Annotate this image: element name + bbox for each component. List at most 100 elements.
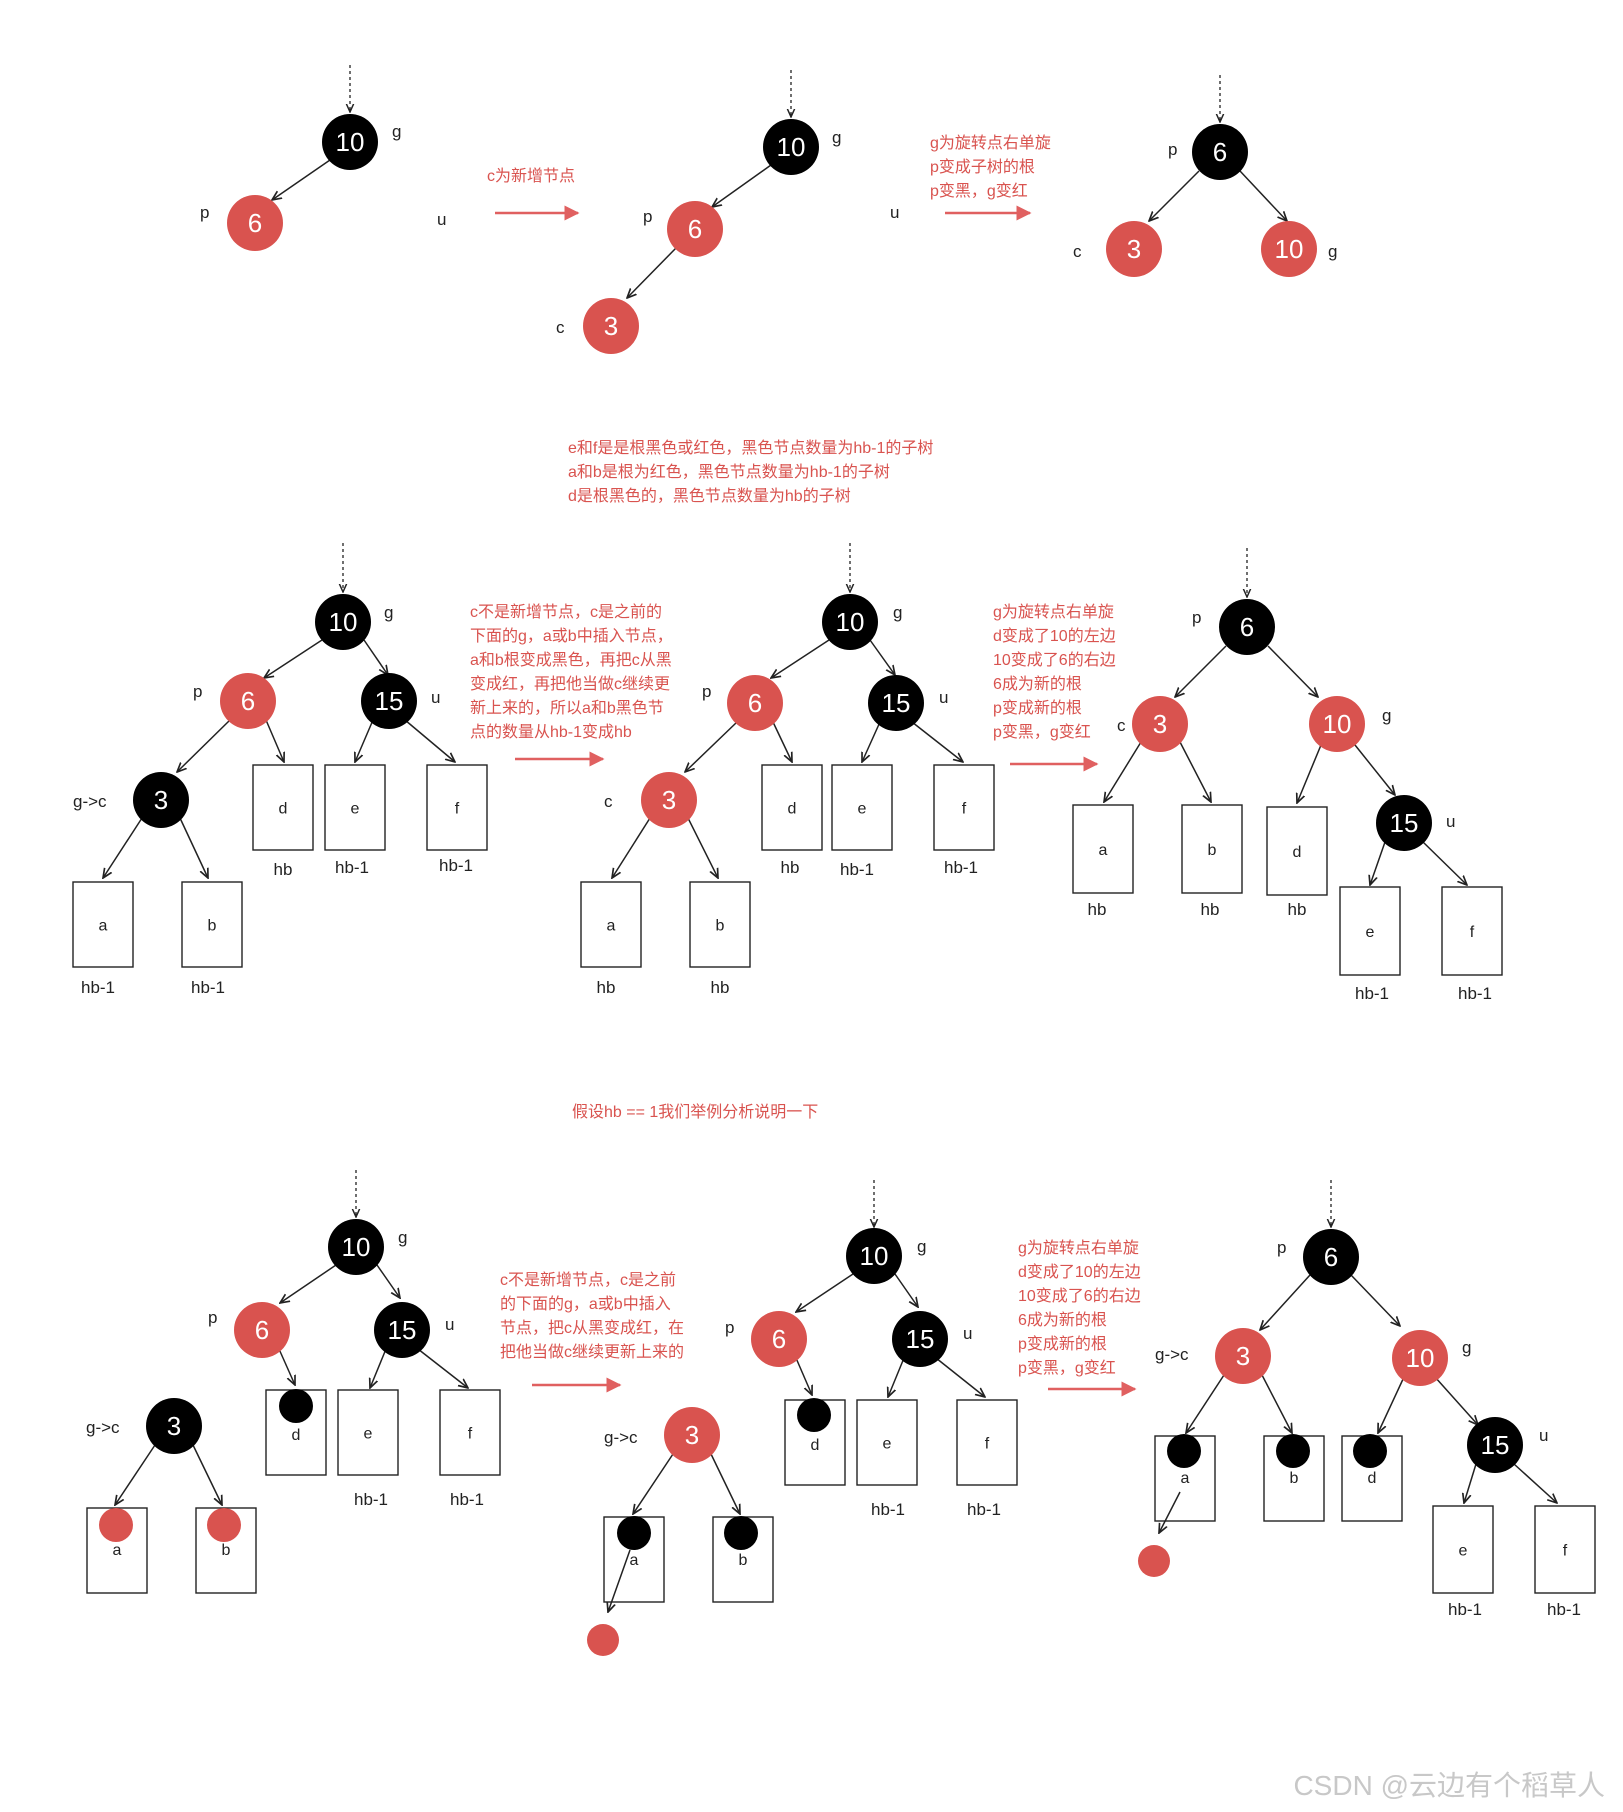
box-label: b bbox=[208, 918, 217, 935]
note-line: 节点，把c从黑变成红，在 bbox=[500, 1319, 684, 1337]
black-node bbox=[846, 1228, 902, 1284]
node-value: 15 bbox=[906, 1324, 935, 1354]
tree-edge bbox=[1378, 1376, 1405, 1433]
tree-edge bbox=[894, 1273, 918, 1307]
node-value: 6 bbox=[748, 688, 762, 718]
node-role-label: g bbox=[893, 603, 902, 622]
box-label: a bbox=[1099, 842, 1108, 859]
node-role-label: p bbox=[193, 682, 202, 701]
subtree-box bbox=[439, 1389, 501, 1476]
height-label: hb-1 bbox=[967, 1500, 1001, 1519]
height-label: hb-1 bbox=[81, 978, 115, 997]
node-role-label: u bbox=[1539, 1426, 1548, 1445]
node-role-label: u bbox=[890, 203, 899, 222]
box-label: f bbox=[962, 801, 967, 818]
box-label: b bbox=[716, 918, 725, 935]
box-label: b bbox=[1208, 842, 1217, 859]
height-label: hb-1 bbox=[840, 860, 874, 879]
node-value: 10 bbox=[336, 127, 365, 157]
subtree-box bbox=[181, 881, 243, 968]
black-node bbox=[361, 673, 417, 729]
box-label: f bbox=[1470, 924, 1475, 941]
tree-edge bbox=[1239, 170, 1287, 221]
box-label: e bbox=[1366, 924, 1375, 941]
height-label: hb bbox=[781, 858, 800, 877]
tree-edge bbox=[1179, 741, 1211, 802]
note-line: g为旋转点右单旋 bbox=[1018, 1239, 1139, 1257]
node-value: 10 bbox=[860, 1241, 889, 1271]
node-role-label: g->c bbox=[73, 792, 107, 811]
red-node bbox=[664, 1407, 720, 1463]
tree-edge bbox=[1267, 645, 1318, 697]
note-line: d是根黑色的，黑色节点数量为hb的子树 bbox=[568, 487, 851, 505]
node-role-label: g bbox=[1328, 242, 1337, 261]
note-line: a和b根变成黑色，再把c从黑 bbox=[470, 651, 672, 669]
node-value: 6 bbox=[1240, 612, 1254, 642]
height-label: hb-1 bbox=[871, 1500, 905, 1519]
tree-edge bbox=[1350, 1274, 1400, 1326]
note-line: p变黑，g变红 bbox=[1018, 1359, 1116, 1377]
tree-edge bbox=[272, 159, 331, 200]
node-value: 15 bbox=[388, 1315, 417, 1345]
tree-edge bbox=[1261, 1374, 1292, 1433]
red-node bbox=[220, 673, 276, 729]
node-role-label: c bbox=[1117, 716, 1126, 735]
tree-edge bbox=[280, 1264, 337, 1303]
height-label: hb bbox=[274, 860, 293, 879]
black-node bbox=[133, 772, 189, 828]
black-node bbox=[1376, 795, 1432, 851]
node-role-label: c bbox=[556, 318, 565, 337]
box-label: f bbox=[468, 1426, 473, 1443]
subtree-box bbox=[689, 881, 751, 968]
node-role-label: g bbox=[1462, 1338, 1471, 1357]
red-node bbox=[1261, 221, 1317, 277]
node-role-label: c bbox=[604, 792, 613, 811]
red-node bbox=[1106, 221, 1162, 277]
note-line: 6成为新的根 bbox=[993, 675, 1082, 693]
tree-edge bbox=[363, 639, 388, 675]
node-value: 6 bbox=[248, 208, 262, 238]
node-value: 3 bbox=[662, 785, 676, 815]
node-value: 15 bbox=[1481, 1430, 1510, 1460]
box-label: e bbox=[883, 1436, 892, 1453]
note-line: 下面的g，a或b中插入节点， bbox=[470, 627, 673, 645]
box-label: f bbox=[455, 801, 460, 818]
tree-edge bbox=[1434, 1376, 1478, 1425]
subtree-box bbox=[1432, 1505, 1494, 1594]
black-dot bbox=[797, 1398, 831, 1432]
black-node bbox=[1192, 124, 1248, 180]
node-value: 3 bbox=[1236, 1341, 1250, 1371]
node-value: 6 bbox=[255, 1315, 269, 1345]
note-line: c不是新增节点，c是之前的 bbox=[470, 603, 662, 621]
node-role-label: u bbox=[939, 688, 948, 707]
height-label: hb-1 bbox=[944, 858, 978, 877]
subtree-box bbox=[1339, 886, 1401, 976]
node-role-label: g bbox=[917, 1237, 926, 1256]
node-role-label: g->c bbox=[1155, 1345, 1189, 1364]
node-role-label: p bbox=[643, 207, 652, 226]
node-value: 10 bbox=[329, 607, 358, 637]
tree-edge bbox=[404, 719, 455, 762]
tree-edge bbox=[265, 719, 284, 762]
node-role-label: g->c bbox=[86, 1418, 120, 1437]
subtree-box bbox=[1441, 886, 1503, 976]
height-label: hb-1 bbox=[354, 1490, 388, 1509]
node-role-label: p bbox=[200, 203, 209, 222]
node-value: 6 bbox=[688, 214, 702, 244]
node-value: 15 bbox=[375, 686, 404, 716]
box-label: a bbox=[113, 1542, 122, 1559]
red-node bbox=[1309, 696, 1365, 752]
box-label: f bbox=[985, 1436, 990, 1453]
tree-edge bbox=[1260, 1274, 1311, 1330]
note-line: 10变成了6的右边 bbox=[993, 651, 1116, 669]
height-label: hb bbox=[1088, 900, 1107, 919]
node-role-label: u bbox=[431, 688, 440, 707]
black-node bbox=[374, 1302, 430, 1358]
node-value: 3 bbox=[167, 1411, 181, 1441]
box-label: e bbox=[351, 801, 360, 818]
note-line: 变成红，再把他当做c继续更 bbox=[470, 675, 670, 693]
height-label: hb-1 bbox=[191, 978, 225, 997]
